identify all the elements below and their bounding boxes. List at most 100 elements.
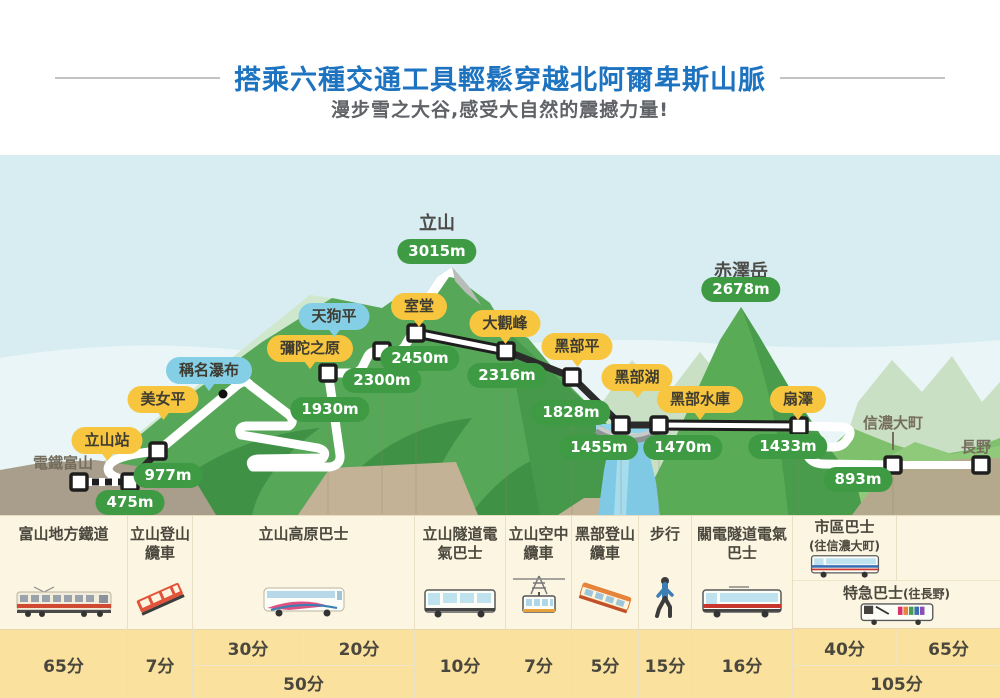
station-marker-murodo	[406, 323, 426, 343]
route-diagram: 立山 3015m 赤澤岳 2678m 立山站 美女平 彌陀之原 室堂 大觀峰 黑…	[0, 155, 1000, 515]
elevation-bijodaira: 977m	[133, 463, 203, 488]
road-bus-switchbacks	[153, 368, 345, 472]
elevation-daikanbo: 2316m	[467, 363, 547, 388]
station-label-daikanbo: 大觀峰	[469, 310, 541, 344]
station-marker-kurobeko	[611, 415, 631, 435]
duration-cell: 16分	[692, 629, 792, 698]
transport-name: 市區巴士	[814, 518, 875, 537]
walking-icon	[655, 577, 674, 618]
elevation-tateyama: 475m	[95, 490, 165, 515]
elevation-kurobedaira: 1828m	[531, 400, 611, 425]
column-kanden-tunnel-bus: 關電隧道電氣巴士 16分	[692, 516, 793, 698]
duration-cell: 10分	[415, 629, 505, 698]
station-marker-nagano	[971, 455, 991, 475]
duration-cell: 20分	[303, 629, 414, 665]
tunnel-kanden	[656, 422, 802, 429]
express-bus-cell: 特急巴士(往長野)	[793, 581, 1000, 628]
column-tateyama-funicular: 立山登山纜車 7分	[128, 516, 193, 698]
express-bus-label: 特急巴士	[843, 584, 904, 603]
column-local-express-bus: 市區巴士 (往信濃大町) 特急巴士(往長野)	[793, 516, 1000, 698]
station-marker-ogizawa	[789, 416, 809, 436]
duration-total-cell: 105分	[793, 666, 1000, 698]
column-ropeway: 立山空中纜車 7分	[506, 516, 572, 698]
duration-cell: 7分	[128, 629, 192, 698]
peak-elevation-akazawa: 2678m	[701, 277, 781, 302]
transport-name: 黑部登山纜車	[574, 525, 635, 562]
station-marker-bijodaira	[148, 441, 168, 461]
peak-label-tateyama: 立山	[419, 213, 455, 234]
elevation-tengudaira: 2300m	[342, 368, 422, 393]
header: 搭乘六種交通工具輕鬆穿越北阿爾卑斯山脈 漫步雪之大谷,感受大自然的震撼力量!	[0, 0, 1000, 150]
express-bus-icon	[860, 603, 933, 625]
ropeway-icon	[512, 575, 565, 613]
summit-rock	[452, 267, 481, 305]
mountain-scene	[0, 155, 1000, 515]
terminus-label-nagano: 長野	[960, 438, 992, 456]
elevation-kurobe-dam: 1470m	[643, 435, 723, 460]
station-label-kurobedaira: 黑部平	[541, 333, 613, 367]
column-kurobe-cablecar: 黑部登山纜車 5分	[572, 516, 639, 698]
station-label-bijodaira: 美女平	[127, 386, 199, 420]
transport-name-note: (往信濃大町)	[809, 538, 880, 553]
transport-name: 立山隧道電氣巴士	[422, 525, 498, 562]
waterfall-highlight	[614, 445, 630, 515]
station-label-tengudaira: 天狗平	[298, 303, 370, 337]
column-toyama-railway: 富山地方鐵道 65分	[0, 516, 128, 698]
elevation-shinano-omachi: 893m	[823, 467, 893, 492]
station-label-midagahara: 彌陀之原	[266, 335, 354, 369]
terminus-label-dentetsu-toyama: 電鐵富山	[32, 454, 94, 472]
transport-name: 步行	[649, 525, 680, 543]
column-walk: 步行 15分	[639, 516, 692, 698]
terminus-label-shinano-omachi: 信濃大町	[862, 414, 924, 432]
duration-cell: 65分	[0, 629, 127, 698]
station-label-murodo: 室堂	[390, 293, 448, 327]
empty-cell	[897, 516, 1000, 580]
express-bus-note: (往長野)	[903, 587, 950, 602]
station-markers	[69, 323, 991, 492]
station-label-ogizawa: 扇澤	[769, 386, 827, 420]
cable-car-icon	[578, 582, 632, 614]
elevation-midagahara: 1930m	[290, 397, 370, 422]
transport-name: 立山高原巴士	[258, 525, 349, 543]
city-bus-cell: 市區巴士 (往信濃大町)	[793, 516, 897, 580]
station-marker-shinano-omachi	[883, 455, 903, 475]
page-title: 搭乘六種交通工具輕鬆穿越北阿爾卑斯山脈	[234, 65, 766, 96]
clearing	[298, 462, 478, 515]
station-marker-kurobe-dam	[649, 415, 669, 435]
page-subtitle: 漫步雪之大谷,感受大自然的震撼力量!	[331, 99, 669, 121]
duration-cell: 30分	[193, 629, 303, 665]
elevation-murodo: 2450m	[380, 346, 460, 371]
transport-name: 立山空中纜車	[508, 525, 569, 562]
duration-total-cell: 50分	[193, 666, 414, 698]
station-marker-dentetsu-toyama	[69, 472, 89, 492]
electric-bus-icon	[702, 586, 782, 618]
station-label-tateyama: 立山站	[71, 427, 143, 461]
duration-cell: 15分	[639, 629, 691, 698]
highland-bus-icon	[263, 587, 344, 617]
tunnel-electric-bus-icon	[424, 589, 496, 618]
road-tateyama-base	[103, 446, 163, 485]
transport-table: 富山地方鐵道 65分 立山登山纜車	[0, 515, 1000, 698]
duration-cell: 40分	[793, 629, 896, 665]
transport-name: 關電隧道電氣巴士	[696, 525, 787, 562]
station-label-kurobeko: 黑部湖	[601, 364, 673, 398]
duration-cell: 65分	[896, 629, 1000, 665]
transport-name: 特急巴士(往長野)	[843, 584, 950, 603]
city-bus-icon	[810, 554, 879, 578]
peak-elevation-tateyama: 3015m	[397, 239, 477, 264]
transport-name: 立山登山纜車	[130, 525, 191, 562]
duration-cell: 5分	[572, 629, 638, 698]
column-highland-bus: 立山高原巴士 30分 20分 50分	[193, 516, 415, 698]
title-rule-left	[55, 76, 220, 79]
shomyo-falls-dot	[218, 389, 228, 399]
station-label-kurobe-dam: 黑部水庫	[656, 386, 744, 420]
local-train-icon	[16, 586, 111, 617]
poi-label-shomyo-falls: 稱名瀑布	[165, 357, 253, 391]
title-rule-right	[780, 76, 945, 79]
funicular-icon	[136, 582, 185, 616]
duration-cell: 7分	[506, 629, 571, 698]
elevation-ogizawa: 1433m	[748, 434, 828, 459]
column-tateyama-tunnel-bus: 立山隧道電氣巴士 10分	[415, 516, 506, 698]
elevation-kurobeko: 1455m	[559, 435, 639, 460]
